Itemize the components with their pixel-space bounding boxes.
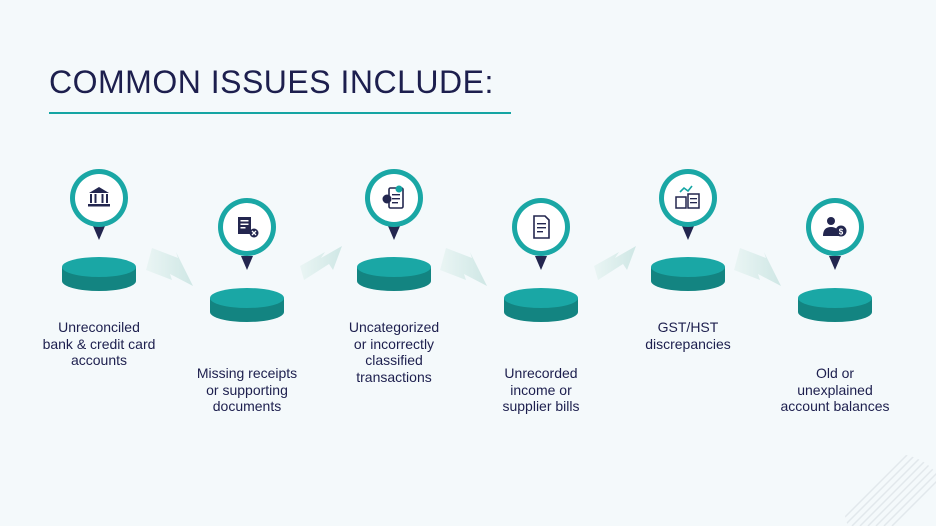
step-5 [651, 169, 725, 291]
step-1 [62, 169, 136, 291]
tax-icon [675, 185, 700, 209]
step-4-label: Unrecorded income or supplier bills [502, 365, 580, 414]
connector-arrow-1 [146, 248, 193, 286]
classification-icon [382, 185, 404, 209]
connector-arrow-3 [440, 248, 487, 286]
bank-icon [88, 187, 110, 207]
connector-arrow-2 [300, 246, 342, 280]
step-6-platform [798, 288, 872, 322]
step-3-pin [365, 169, 423, 240]
account-balance-icon: $ [823, 217, 847, 237]
step-6-pin [806, 198, 864, 270]
step-2-platform [210, 288, 284, 322]
page-title: COMMON ISSUES INCLUDE: [49, 64, 494, 100]
step-2 [210, 198, 284, 322]
connector-arrow-5 [734, 248, 781, 286]
step-4 [504, 198, 578, 322]
step-3-platform [357, 257, 431, 291]
connector-arrow-4 [594, 246, 636, 280]
step-4-pin [512, 198, 570, 270]
step-6: $ [798, 198, 872, 322]
corner-decoration [844, 454, 936, 526]
step-3 [357, 169, 431, 291]
document-icon [533, 215, 550, 239]
step-5-platform [651, 257, 725, 291]
step-6-label: Old or unexplained account balances [780, 365, 890, 414]
title-underline [49, 112, 511, 114]
step-1-label: Unreconciled bank & credit card accounts [42, 319, 156, 368]
missing-receipt-icon [238, 217, 259, 238]
step-2-label: Missing receipts or supporting documents [196, 365, 298, 414]
step-1-pin [70, 169, 128, 240]
step-3-label: Uncategorized or incorrectly classified … [348, 319, 440, 385]
step-1-platform [62, 257, 136, 291]
step-4-platform [504, 288, 578, 322]
step-5-label: GST/HST discrepancies [645, 319, 731, 352]
svg-text:$: $ [839, 228, 844, 237]
